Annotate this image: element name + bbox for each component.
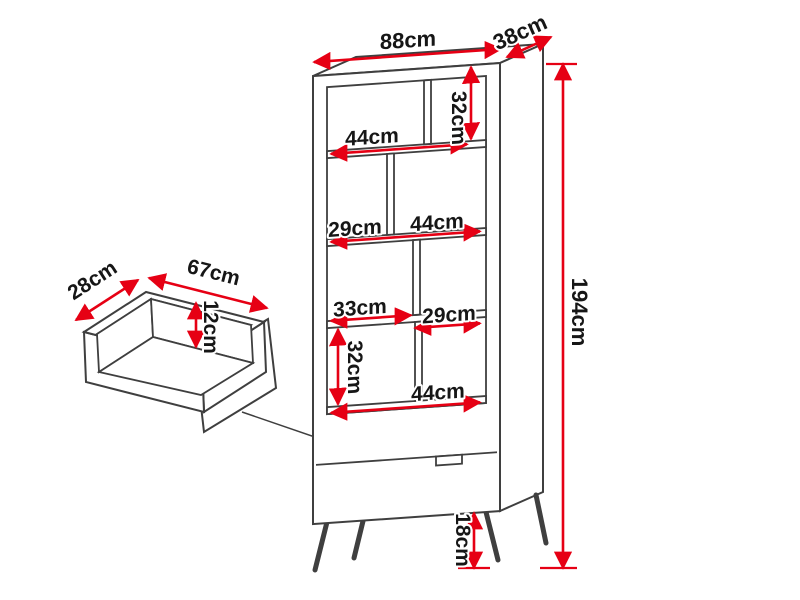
dim-line-section1-width [329,136,469,162]
dim-section4-height-label: 32cm [343,340,366,395]
cabinet-leg [312,519,330,573]
shelf-divider [412,238,421,317]
cabinet-drawer-front-line [316,451,497,466]
dim-line-drawer-depth [74,278,140,322]
cabinet-leg [351,514,367,561]
dim-drawer-width-label: 67cm [185,255,243,290]
dim-section1-width-label: 44cm [345,124,399,151]
dim-section4-width-label: 44cm [411,380,465,407]
cabinet-leg [483,509,501,563]
cabinet-leg [533,492,549,546]
dim-section2-width-label: 44cm [410,210,464,237]
dim-section2-height-label: 29cm [328,215,382,242]
dim-line-section3-left [329,307,413,329]
cabinet-drawer-handle-notch [435,453,463,467]
dim-line-section3-right [413,315,482,336]
dim-drawer-height-label: 12cm [199,300,222,354]
drawer-detail: 28cm 67cm 12cm [62,253,278,434]
dim-leg-height-label: 18cm [451,513,474,567]
dim-line-section4-width [329,394,482,421]
bookcase: 88cm 32cm 44cm 29cm 44cm 33cm 29cm 32cm … [312,24,549,573]
dim-section3-height-label: 33cm [333,295,387,322]
dim-cabinet-width-label: 88cm [380,26,436,55]
dim-section3-width-label: 29cm [422,302,476,329]
dim-line-section2 [329,223,482,250]
dim-cabinet-height-label: 194cm [567,278,592,347]
dim-line-cabinet-depth [505,35,553,59]
cabinet-front-face: 88cm 32cm 44cm 29cm 44cm 33cm 29cm 32cm … [312,24,503,526]
cabinet-side-face [499,42,544,513]
shelf-divider [423,78,432,146]
shelf-divider [386,152,395,236]
drawer-bottom-inner [96,336,256,396]
dim-line-drawer-width [147,273,269,313]
dim-line-cabinet-width [312,41,503,70]
dim-section1-height-label: 32cm [447,90,470,145]
